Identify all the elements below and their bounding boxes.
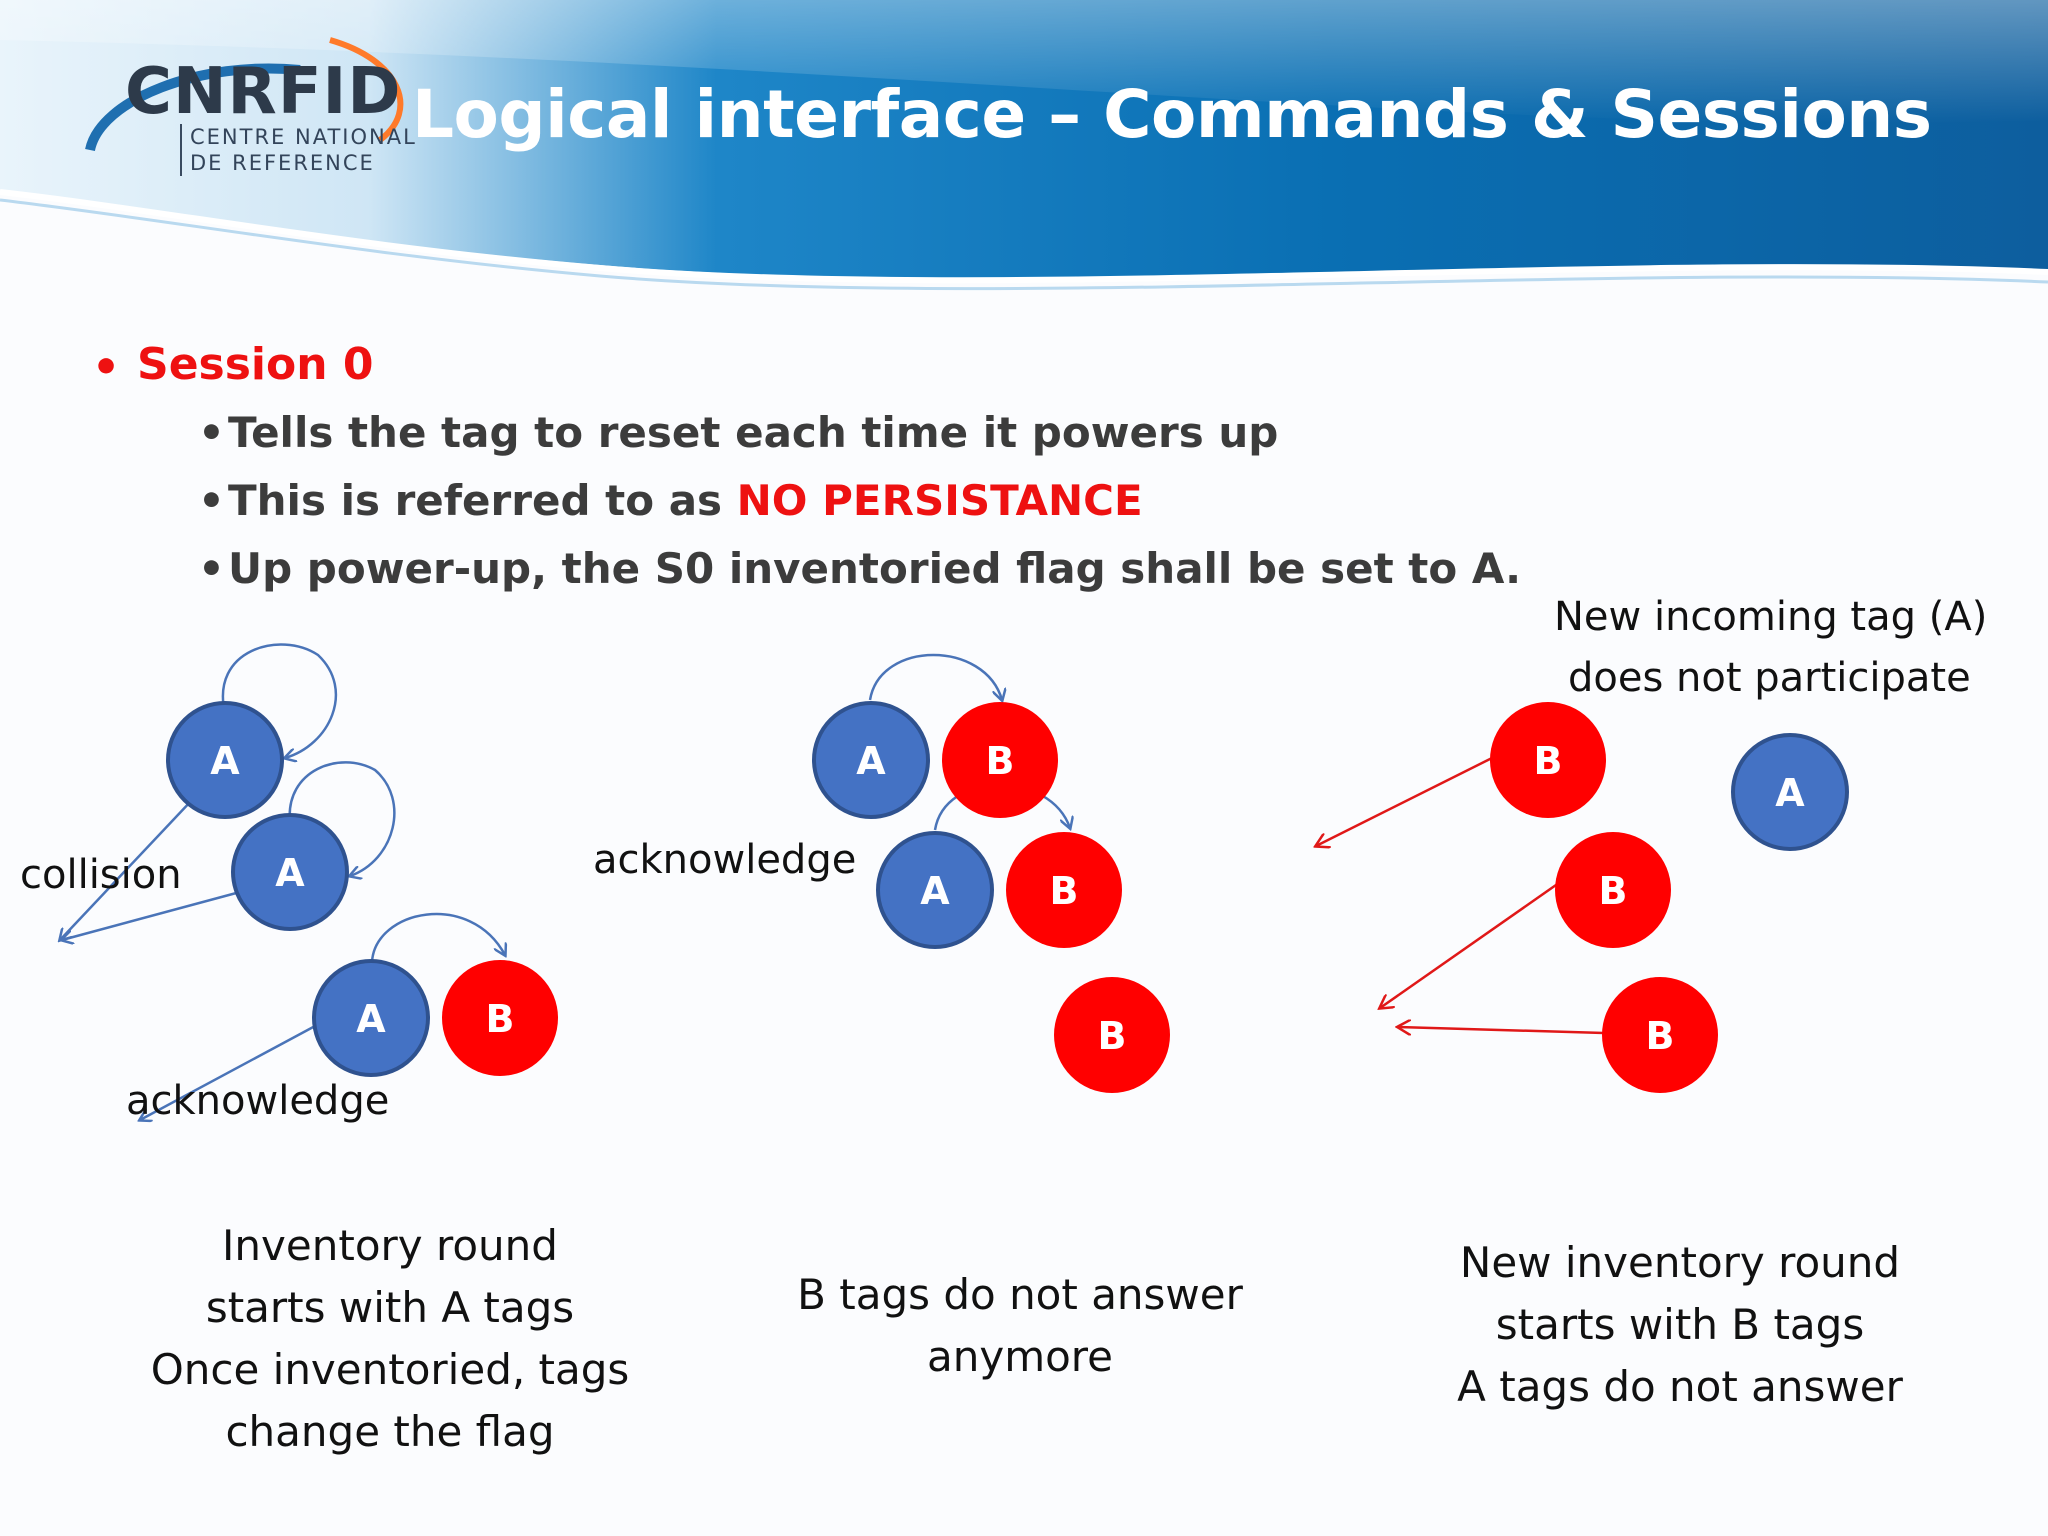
- acknowledge-arrow-left: [140, 1016, 331, 1120]
- tag-label: B: [1534, 739, 1563, 783]
- collision-arrow-1: [60, 799, 193, 940]
- logo-subtitle-line2: DE REFERENCE: [190, 151, 375, 175]
- loop-arrow-a2: [288, 761, 396, 876]
- caption-line: A tags do not answer: [1457, 1362, 1903, 1411]
- sub-bullet-dot-2: •: [198, 476, 225, 525]
- caption-line: starts with A tags: [205, 1283, 575, 1332]
- caption-line: Inventory round: [222, 1221, 558, 1270]
- tag-label: B: [1050, 869, 1079, 913]
- header-banner: [0, 0, 2048, 291]
- flip-arrow-left: [370, 912, 505, 963]
- tag-node-a: A: [1731, 733, 1849, 851]
- tag-node-b: B: [942, 702, 1058, 818]
- tag-node-a: A: [312, 959, 430, 1077]
- tag-label: A: [1775, 771, 1805, 815]
- flip-arrow-mid-1: [868, 653, 1002, 700]
- reply-arrow-b1: [1316, 756, 1493, 846]
- sub-bullet-reset: Tells the tag to reset each time it powe…: [228, 408, 1279, 457]
- caption-line: New inventory round: [1459, 1238, 1901, 1287]
- sub-bullet-persistance: This is referred to as NO PERSISTANCE: [228, 480, 1143, 522]
- caption-line: Once inventoried, tags: [150, 1345, 630, 1394]
- caption-right: New inventory round starts with B tags A…: [1420, 1232, 1940, 1418]
- logo-wordmark: CNRFID: [125, 55, 402, 129]
- tag-node-b: B: [1555, 832, 1671, 948]
- bullet-session0: Session 0: [137, 339, 374, 390]
- caption-line: anymore: [926, 1332, 1113, 1381]
- sub-bullet-powerup: Up power-up, the S0 inventoried flag sha…: [228, 544, 1522, 593]
- bullet-dot: •: [92, 342, 121, 393]
- collision-arrow-2: [62, 890, 241, 940]
- logo-divider: [180, 124, 182, 176]
- tag-node-b: B: [1602, 977, 1718, 1093]
- tag-node-a: A: [166, 701, 284, 819]
- caption-line: B tags do not answer: [797, 1270, 1243, 1319]
- tag-node-a: A: [876, 831, 994, 949]
- tag-label: A: [920, 869, 950, 913]
- logo-subtitle-line1: CENTRE NATIONAL: [190, 125, 417, 149]
- tag-label: A: [210, 739, 240, 783]
- slide-title: Logical interface – Commands & Sessions: [412, 76, 1932, 153]
- tag-label: B: [1646, 1014, 1675, 1058]
- tag-label: B: [1599, 869, 1628, 913]
- new-tag-label-line2: does not participate: [1568, 655, 1971, 701]
- tag-node-b: B: [1490, 702, 1606, 818]
- sub-bullet-dot-3: •: [198, 544, 225, 593]
- caption-line: starts with B tags: [1495, 1300, 1865, 1349]
- caption-middle: B tags do not answer anymore: [760, 1264, 1280, 1388]
- tag-label: B: [486, 997, 515, 1041]
- new-tag-label-line1: New incoming tag (A): [1554, 594, 1988, 640]
- tag-node-b: B: [1006, 832, 1122, 948]
- tag-label: A: [275, 851, 305, 895]
- reply-arrow-b2: [1380, 883, 1557, 1008]
- collision-label: collision: [20, 852, 182, 898]
- persistance-highlight: NO PERSISTANCE: [736, 476, 1143, 525]
- tag-node-a: A: [812, 701, 930, 819]
- reply-arrow-b3: [1398, 1027, 1605, 1033]
- persistance-prefix: This is referred to as: [228, 476, 737, 525]
- acknowledge-label-middle: acknowledge: [593, 837, 857, 883]
- acknowledge-label-left: acknowledge: [126, 1078, 390, 1124]
- tag-label: B: [1098, 1014, 1127, 1058]
- tag-node-b: B: [442, 960, 558, 1076]
- tag-label: A: [856, 739, 886, 783]
- tag-label: B: [986, 739, 1015, 783]
- sub-bullet-dot-1: •: [198, 408, 225, 457]
- tag-node-a: A: [231, 813, 349, 931]
- tag-node-b: B: [1054, 977, 1170, 1093]
- tag-label: A: [356, 997, 386, 1041]
- caption-line: change the flag: [225, 1407, 555, 1456]
- loop-arrow-a1: [221, 643, 338, 758]
- caption-left: Inventory round starts with A tags Once …: [120, 1215, 660, 1463]
